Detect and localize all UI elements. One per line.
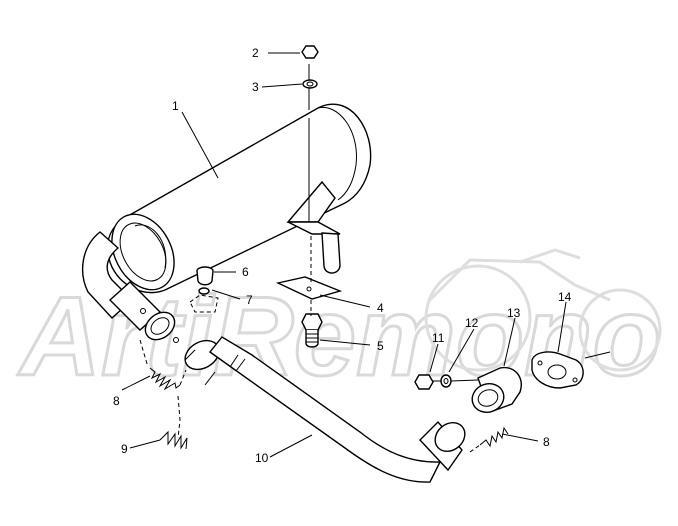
callout-8-right: 8 [543, 435, 550, 449]
mounting-stud [301, 313, 323, 348]
callout-labels: 2 3 1 6 7 4 5 8 9 10 8 11 12 13 14 [113, 46, 572, 465]
spring-left [139, 339, 187, 391]
callout-3: 3 [252, 80, 259, 94]
muffler-inlet-pipe [81, 231, 179, 343]
callout-6: 6 [242, 265, 249, 279]
callout-1: 1 [172, 99, 179, 113]
callout-2: 2 [252, 46, 259, 60]
spring-lower [159, 395, 188, 450]
callout-14: 14 [558, 290, 572, 304]
muffler-body [107, 103, 372, 294]
fastener-centerline [301, 45, 319, 316]
callout-12: 12 [465, 316, 479, 330]
callout-5: 5 [377, 339, 384, 353]
grommet [189, 266, 219, 313]
callout-7: 7 [246, 293, 253, 307]
callout-4: 4 [377, 301, 384, 315]
callout-10: 10 [255, 451, 269, 465]
callout-9: 9 [121, 442, 128, 456]
spring-right [469, 426, 509, 453]
leader-lines [121, 52, 567, 458]
bracket-plate [275, 276, 343, 300]
callout-13: 13 [507, 306, 521, 320]
mounting-bracket [286, 180, 341, 274]
callout-8-left: 8 [113, 394, 120, 408]
callout-11: 11 [432, 331, 445, 345]
engine-flange-group [414, 351, 611, 413]
header-pipe [184, 336, 466, 483]
